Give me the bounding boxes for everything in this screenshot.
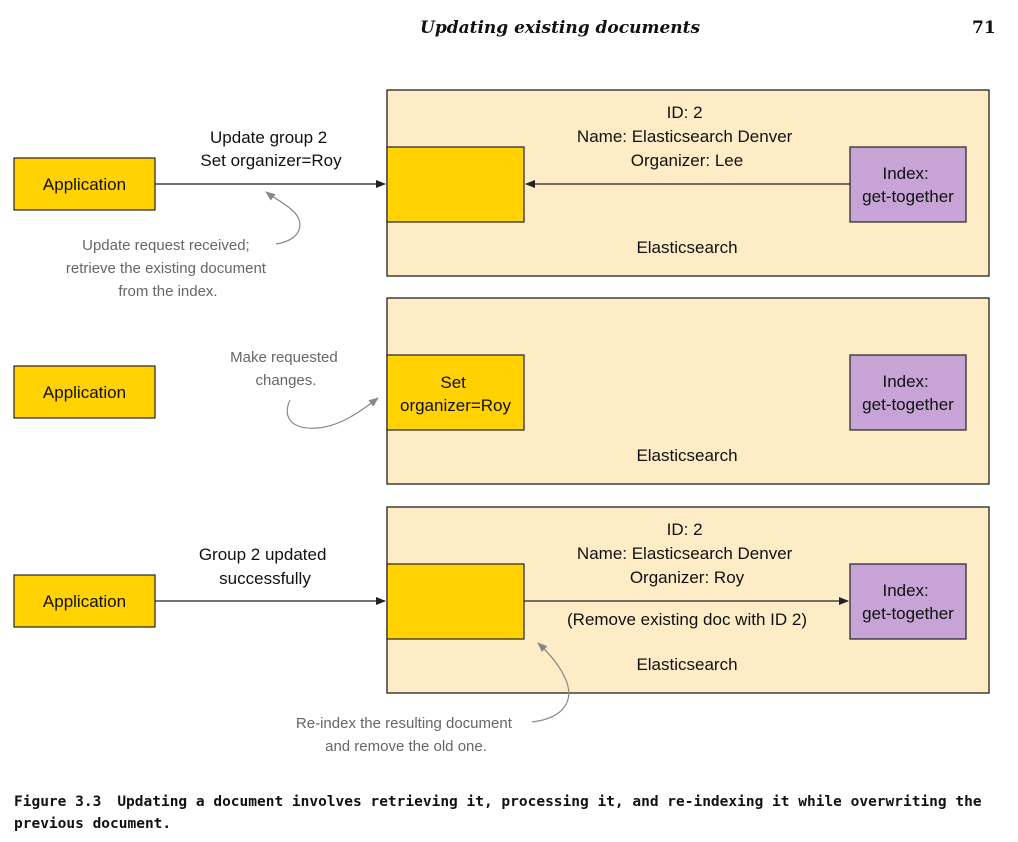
- svg-text:Set organizer=Roy: Set organizer=Roy: [400, 373, 512, 415]
- index-box-3: Index: get-together: [849, 563, 967, 640]
- request-text: Update group 2 Set organizer=Roy: [200, 128, 342, 170]
- document-info-1: ID: 2 Name: Elasticsearch Denver Organiz…: [577, 103, 797, 170]
- figure-label: Figure 3.3: [14, 794, 102, 810]
- document-box-3: [386, 563, 525, 640]
- page-header: Updating existing documents 71: [0, 18, 1018, 48]
- annotation-pointer-1: [265, 191, 301, 245]
- index-box-1: Index: get-together: [849, 146, 967, 223]
- annotation-2: Make requested changes.: [230, 349, 342, 389]
- application-box-2: Application: [13, 365, 156, 419]
- document-box-2: Set organizer=Roy: [386, 354, 525, 431]
- running-title: Updating existing documents: [420, 18, 701, 38]
- panel-2: Application Set organizer=Roy Index: get…: [13, 297, 990, 485]
- application-box-1: Application: [13, 157, 156, 211]
- page-number: 71: [972, 18, 996, 38]
- document-info-3: ID: 2 Name: Elasticsearch Denver Organiz…: [577, 520, 797, 587]
- svg-text:Index: get-together: Index: get-together: [862, 164, 954, 206]
- engine-label-2: Elasticsearch: [636, 446, 737, 465]
- annotation-3: Re-index the resulting document and remo…: [296, 715, 516, 755]
- annotation-pointer-2: [286, 397, 379, 429]
- reindex-note: (Remove existing doc with ID 2): [567, 610, 807, 629]
- svg-text:Index: get-together: Index: get-together: [862, 581, 954, 623]
- annotation-pointer-3: [531, 642, 570, 723]
- figure-caption-text: Updating a document involves retrieving …: [14, 794, 982, 832]
- panel-3: Application Group 2 updated successfully…: [13, 506, 990, 755]
- document-box-1: [386, 146, 525, 223]
- index-box-2: Index: get-together: [849, 354, 967, 431]
- application-box-3: Application: [13, 574, 156, 628]
- application-label-1: Application: [43, 175, 126, 194]
- annotation-1: Update request received; retrieve the ex…: [66, 237, 270, 300]
- panel-1: Application Update group 2 Set organizer…: [13, 89, 990, 300]
- svg-text:Index: get-together: Index: get-together: [862, 372, 954, 414]
- engine-label-1: Elasticsearch: [636, 238, 737, 257]
- application-label-3: Application: [43, 592, 126, 611]
- application-label-2: Application: [43, 383, 126, 402]
- engine-label-3: Elasticsearch: [636, 655, 737, 674]
- response-text: Group 2 updated successfully: [199, 545, 331, 588]
